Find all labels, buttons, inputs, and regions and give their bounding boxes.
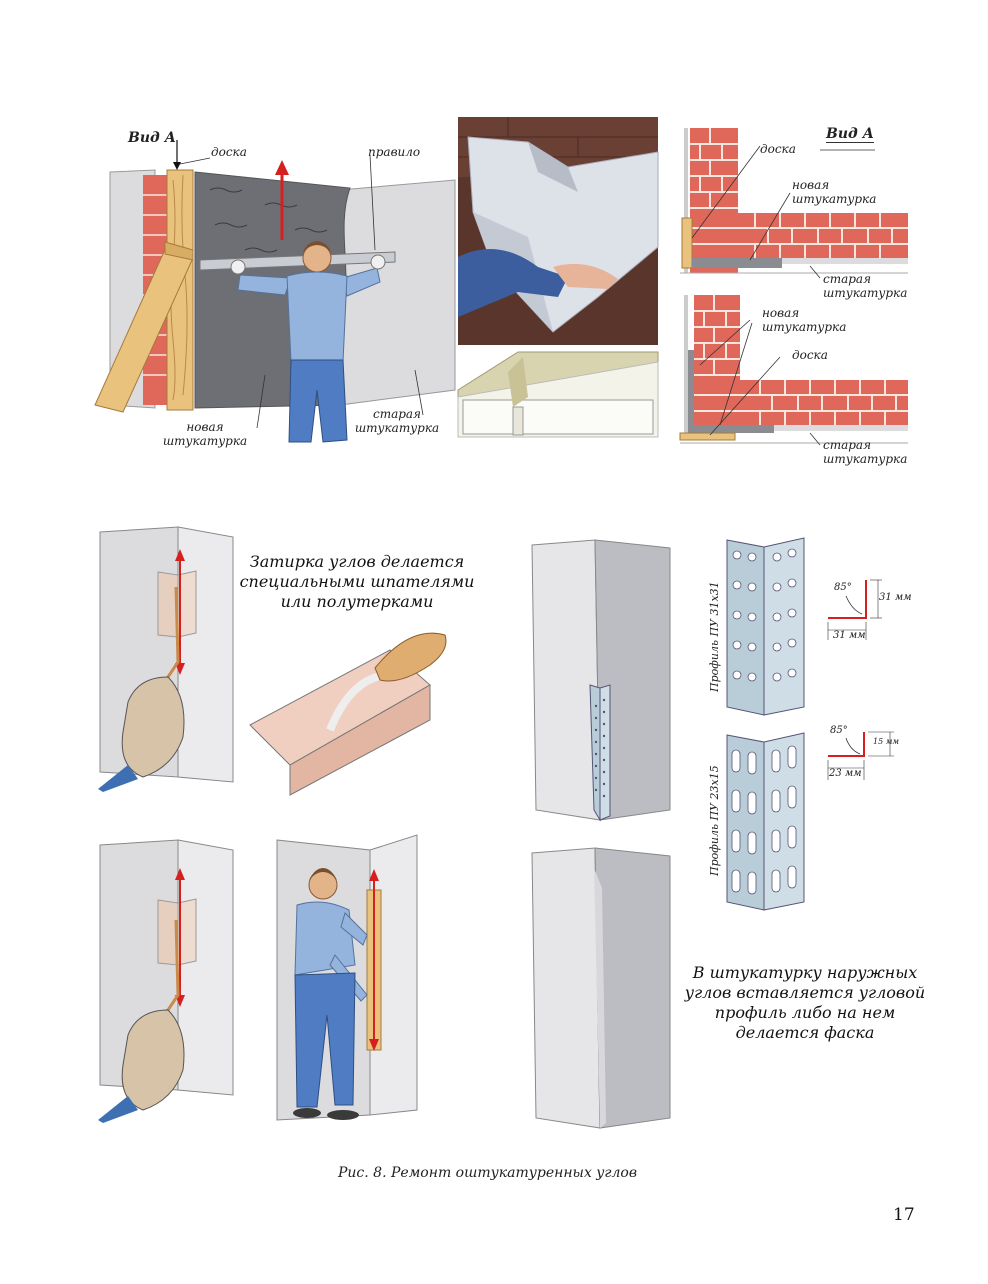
label-line: новая [792,178,830,192]
corner-note: Затирка углов делается специальными шпат… [232,552,482,612]
profile-31x31-width: 31 мм [833,630,866,641]
label-line: штукатурка [354,421,440,435]
label-vid-a-left: Вид А [128,130,177,146]
note-line: Затирка углов делается [249,552,465,571]
profile-31x31 [726,537,805,716]
profile-23x15-label: Профиль ПУ 23х15 [708,765,721,876]
inner-corner-trowel-1 [98,526,234,792]
rule-photo [458,117,659,345]
profile-23x15 [726,732,805,911]
outer-corner-profile [531,539,671,822]
label-doska-r1: доска [760,142,796,156]
label-vid-a-right: Вид А [826,126,875,143]
plastering-rule-illustration [94,140,456,443]
label-novaya-left: новая штукатурка [160,420,250,448]
section-diagram-2 [679,295,908,446]
outer-corner-chamfer [531,847,671,1129]
page-number: 17 [893,1205,915,1225]
label-line: новая [762,306,800,320]
profile-31x31-angle: 85° [834,582,852,593]
label-line: штукатурка [792,192,877,206]
inner-corner-trowel-2 [98,839,234,1123]
profile-23x15-angle: 85° [830,725,848,736]
label-line: старая [823,438,872,452]
label-novaya-r2: новая штукатурка [762,306,846,334]
label-staraya-r2: старая штукатурка [823,438,907,466]
label-line: старая [823,272,872,286]
label-line: новая [186,420,224,434]
label-line: штукатурка [823,452,908,466]
profile-31x31-height: 31 мм [879,592,912,603]
note-line: В штукатурку наружных [692,963,918,982]
label-novaya-r1: новая штукатурка [792,178,876,206]
profile-23x15-height: 15 мм [873,737,899,746]
profile-31x31-dimension [827,579,882,640]
label-line: старая [372,407,422,421]
label-staraya-left: старая штукатурка [352,407,442,435]
corner-trowel-tool [249,632,447,796]
label-staraya-r1: старая штукатурка [823,272,907,300]
label-line: штукатурка [823,286,908,300]
note-line: профиль либо на нем [714,1003,896,1022]
label-doska-r2: доска [792,348,828,362]
label-doska-left: доска [211,145,247,159]
label-pravilo: правило [368,145,421,159]
label-line: штукатурка [162,434,248,448]
profile-23x15-dimension [827,731,894,780]
note-line: специальными шпателями [239,572,475,591]
note-line: или полутерками [280,592,434,611]
profile-23x15-width: 23 мм [829,768,862,779]
outer-corner-note: В штукатурку наружных углов вставляется … [680,963,930,1043]
note-line: делается фаска [735,1023,875,1042]
profile-31x31-label: Профиль ПУ 31х31 [708,581,721,692]
figure-caption: Рис. 8. Ремонт оштукатуренных углов [338,1165,637,1181]
label-line: штукатурка [762,320,847,334]
rule-profile-render [457,351,659,438]
note-line: углов вставляется угловой [684,983,926,1002]
section-diagram-1 [680,128,908,279]
worker-corner-float [276,834,418,1121]
